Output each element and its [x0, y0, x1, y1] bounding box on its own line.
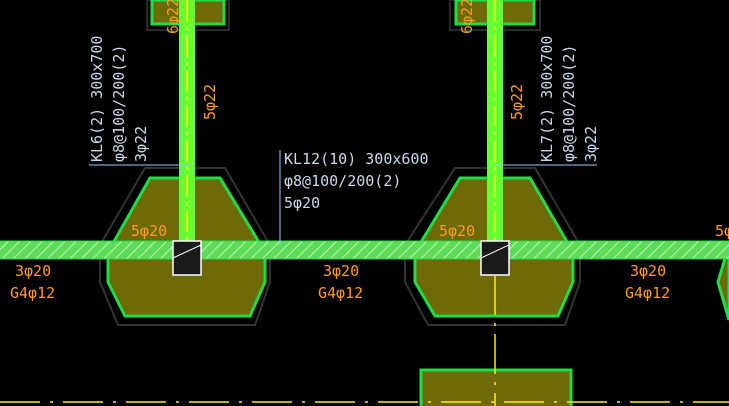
- segment-bottom-3a: 3φ20: [630, 262, 666, 280]
- segment-top-2: 5φ20: [439, 222, 475, 240]
- axis-lines: [0, 275, 729, 406]
- segment-bottom-2a: 3φ20: [323, 262, 359, 280]
- segment-top-1: 5φ20: [131, 222, 167, 240]
- beam-right-line3: 3φ22: [582, 126, 600, 162]
- beam-right-line2: φ8@100/200(2): [560, 45, 578, 162]
- footing-far-right[interactable]: [716, 244, 729, 321]
- column-right[interactable]: [480, 240, 510, 276]
- beam-left-line1: KL6(2) 300x700: [88, 36, 106, 162]
- beam-kl7[interactable]: [487, 0, 503, 245]
- beam-left-bars: 5φ22: [201, 84, 219, 120]
- segment-bottom-2b: G4φ12: [318, 284, 363, 302]
- segment-top-3: 5φ: [715, 222, 729, 240]
- segment-bottom-3b: G4φ12: [625, 284, 670, 302]
- segment-bottom-1b: G4φ12: [10, 284, 55, 302]
- beam-horizontal-line3: 5φ20: [284, 194, 320, 212]
- beam-right-bars: 5φ22: [508, 84, 526, 120]
- beam-right-top-bars: 6φ22: [458, 0, 476, 34]
- column-left[interactable]: [172, 240, 202, 276]
- leader-lines: [89, 150, 597, 245]
- beam-right-line1: KL7(2) 300x700: [538, 36, 556, 162]
- beam-kl6[interactable]: [179, 0, 195, 245]
- segment-bottom-1a: 3φ20: [15, 262, 51, 280]
- beam-horizontal-line1: KL12(10) 300x600: [284, 150, 429, 168]
- beam-kl12[interactable]: [0, 240, 729, 260]
- beam-horizontal-line2: φ8@100/200(2): [284, 172, 401, 190]
- beam-left-line2: φ8@100/200(2): [110, 45, 128, 162]
- beam-left-line3: 3φ22: [132, 126, 150, 162]
- footing-bottom[interactable]: [419, 368, 573, 406]
- beam-left-top-bars: 6φ22: [164, 0, 182, 34]
